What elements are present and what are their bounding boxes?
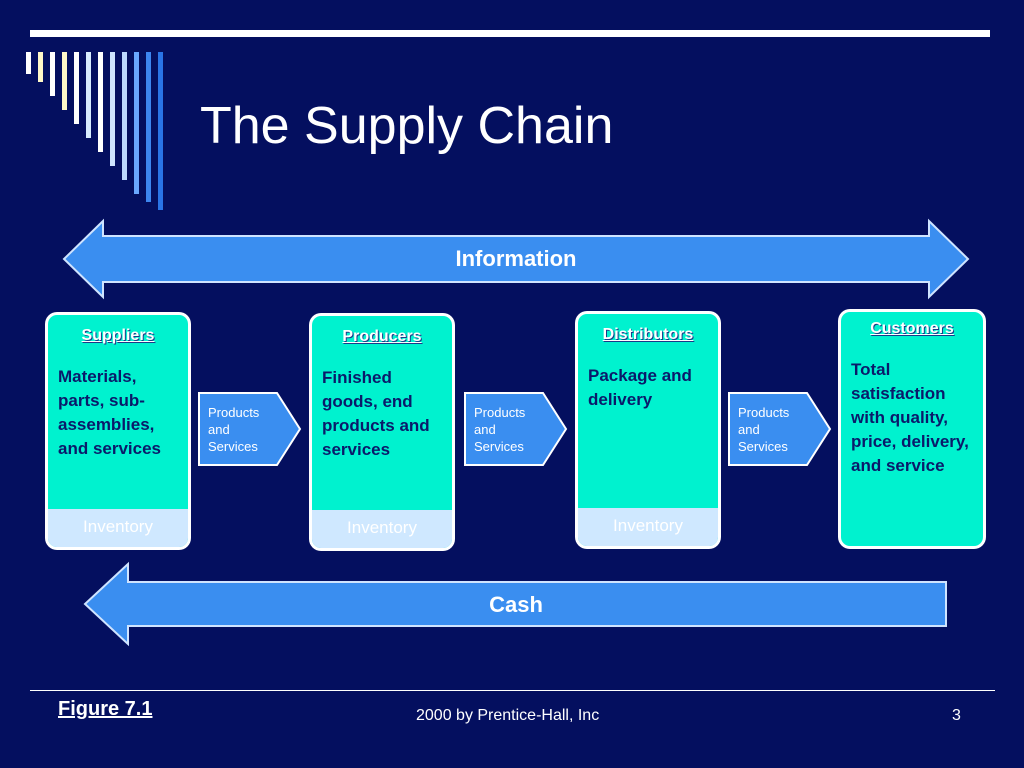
figure-label: Figure 7.1	[58, 698, 153, 720]
producers-body: Finished goods, end products and service…	[322, 368, 430, 459]
flow-arrow-3	[728, 392, 832, 466]
information-label: Information	[455, 246, 577, 271]
footer-rule	[30, 690, 995, 691]
customers-box-inner: Customers Total satisfaction with qualit…	[841, 312, 983, 546]
producers-box: Producers Finished goods, end products a…	[309, 313, 455, 551]
distributors-title: Distributors	[602, 326, 694, 343]
distributors-inventory: Inventory	[578, 508, 718, 546]
distributors-box: Distributors Package and delivery Invent…	[575, 311, 721, 549]
copyright-footer: 2000 by Prentice-Hall, Inc	[416, 707, 600, 724]
decorative-stripes	[26, 52, 163, 210]
suppliers-box-inner: Suppliers Materials, parts, sub-assembli…	[48, 315, 188, 547]
cash-label: Cash	[489, 592, 543, 617]
suppliers-inventory: Inventory	[48, 509, 188, 547]
suppliers-title: Suppliers	[81, 327, 155, 344]
flow-label-1: Products and Services	[208, 405, 260, 454]
information-arrow	[62, 218, 970, 300]
producers-title: Producers	[342, 328, 422, 345]
producers-inventory: Inventory	[312, 510, 452, 548]
flow-label-3: Products and Services	[738, 405, 790, 454]
page-number: 3	[952, 707, 961, 724]
producers-box-inner: Producers Finished goods, end products a…	[312, 316, 452, 548]
distributors-body: Package and delivery	[588, 366, 692, 409]
slide-title: The Supply Chain	[200, 97, 614, 155]
distributors-box-inner: Distributors Package and delivery Invent…	[578, 314, 718, 546]
suppliers-box: Suppliers Materials, parts, sub-assembli…	[45, 312, 191, 550]
suppliers-body: Materials, parts, sub-assemblies, and se…	[58, 367, 162, 458]
flow-arrow-2	[464, 392, 568, 466]
cash-arrow	[83, 561, 947, 647]
customers-box: Customers Total satisfaction with qualit…	[838, 309, 986, 549]
flow-arrow-1	[198, 392, 302, 466]
title-rule	[30, 30, 990, 37]
flow-label-2: Products and Services	[474, 405, 526, 454]
customers-body: Total satisfaction with quality, price, …	[851, 360, 969, 475]
customers-title: Customers	[870, 320, 954, 337]
